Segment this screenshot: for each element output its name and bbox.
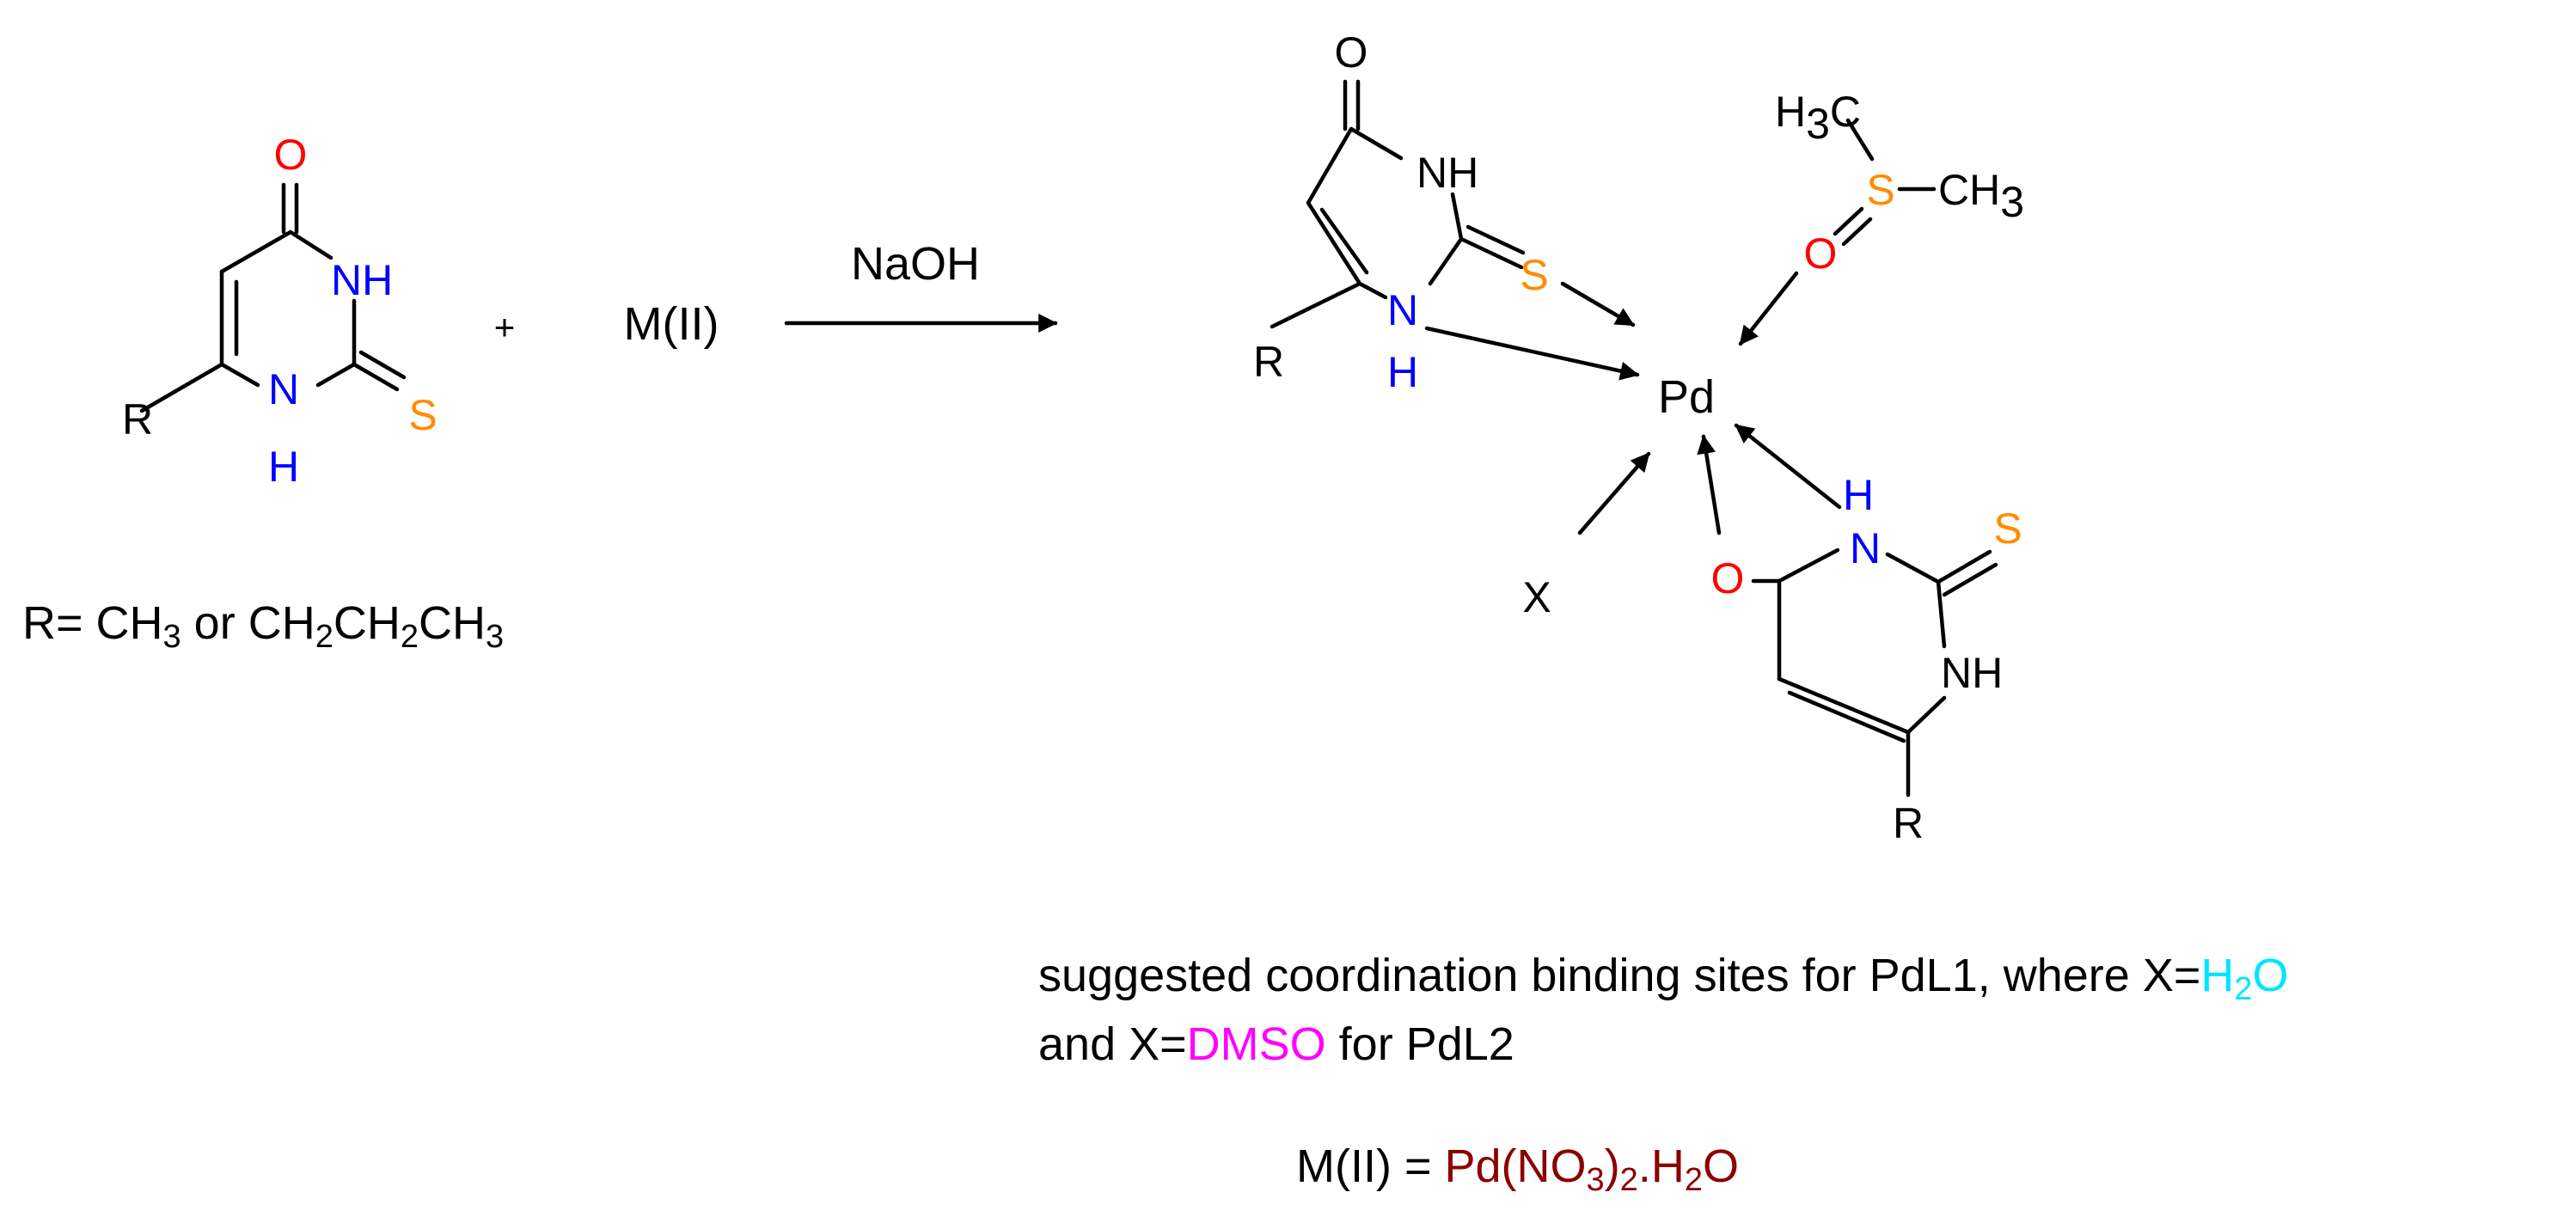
dmso-sulfur: S (1866, 166, 1894, 214)
caption-line-1: suggested coordination binding sites for… (1038, 950, 2289, 1007)
arrow-o-to-pd (1697, 434, 1722, 535)
arrow-x-to-pd (1577, 451, 1651, 535)
metal-definition: M(II) = Pd(NO3)2.H2O (1296, 1140, 1739, 1198)
reactant-sulfur: S (408, 391, 437, 439)
caption-line-1-text: suggested coordination binding sites for… (1038, 950, 2201, 1001)
lower-sulfur: S (1993, 504, 2022, 553)
r-group-definition: R= CH3 or CH2CH2CH3 (22, 597, 504, 653)
upper-sulfur: S (1520, 251, 1548, 299)
r-def-mid1: or CH (181, 597, 315, 649)
r-def-mid3: CH (418, 597, 486, 649)
arrow-s-to-pd (1560, 281, 1636, 327)
reactant-n1-hydrogen: H (268, 443, 299, 491)
lower-n1: N (1850, 524, 1881, 572)
arrow-nh-to-pd (1734, 423, 1842, 510)
caption-line-2: and X=DMSO for PdL2 (1038, 1021, 1514, 1067)
reactant-nh3: NH (331, 256, 393, 304)
r-def-sub1: 3 (162, 619, 181, 655)
upper-nh3: NH (1416, 149, 1478, 197)
caption-water: H2O (2200, 950, 2289, 1007)
product-ligand-upper: O NH S N H R (1253, 28, 1549, 396)
metal-def-prefix: M(II) = (1296, 1140, 1445, 1192)
dmso-ligand: H3C S CH3 O (1775, 88, 2024, 278)
upper-carbonyl-oxygen: O (1335, 28, 1368, 76)
reactant-carbonyl-oxygen: O (274, 131, 308, 179)
dmso-oxygen: O (1804, 229, 1838, 278)
plus-sign: + (494, 307, 516, 347)
upper-n1: N (1387, 286, 1418, 334)
r-def-mid2: CH (333, 597, 401, 649)
r-def-prefix: R= CH (22, 597, 163, 649)
arrow-n-to-pd (1424, 326, 1640, 381)
caption-line-2-a: and X= (1038, 1018, 1187, 1070)
x-ligand: X (1522, 573, 1551, 621)
base-reagent-label: NaOH (851, 238, 980, 290)
r-def-sub3: 2 (400, 619, 419, 655)
dmso-ch3: CH3 (1938, 166, 2024, 226)
lower-r-group: R (1893, 799, 1924, 847)
lower-n1-hydrogen: H (1843, 471, 1874, 519)
palladium-center: Pd (1658, 371, 1715, 423)
lower-nh3: NH (1941, 649, 2003, 697)
lower-carbonyl-oxygen: O (1711, 554, 1745, 602)
caption-dmso: DMSO (1186, 1018, 1326, 1070)
coordination-arrows (1424, 271, 1842, 535)
reactant-n1: N (268, 365, 299, 413)
arrow-o-dmso-to-pd (1738, 271, 1799, 346)
dmso-h3c: H3C (1775, 88, 1861, 148)
product-ligand-lower: H N S O NH R (1711, 471, 2022, 847)
r-def-sub4: 3 (485, 619, 505, 655)
caption-line-2-b: for PdL2 (1325, 1018, 1514, 1070)
upper-n1-hydrogen: H (1387, 348, 1418, 396)
metal-def-salt: Pd(NO3)2.H2O (1444, 1140, 1739, 1198)
reactant-r-group: R (122, 395, 153, 443)
metal-reactant-label: M(II) (624, 298, 719, 350)
upper-r-group: R (1253, 338, 1284, 386)
reactant-thiouracil: O NH N H S R (122, 131, 437, 491)
r-def-sub2: 2 (315, 619, 333, 655)
